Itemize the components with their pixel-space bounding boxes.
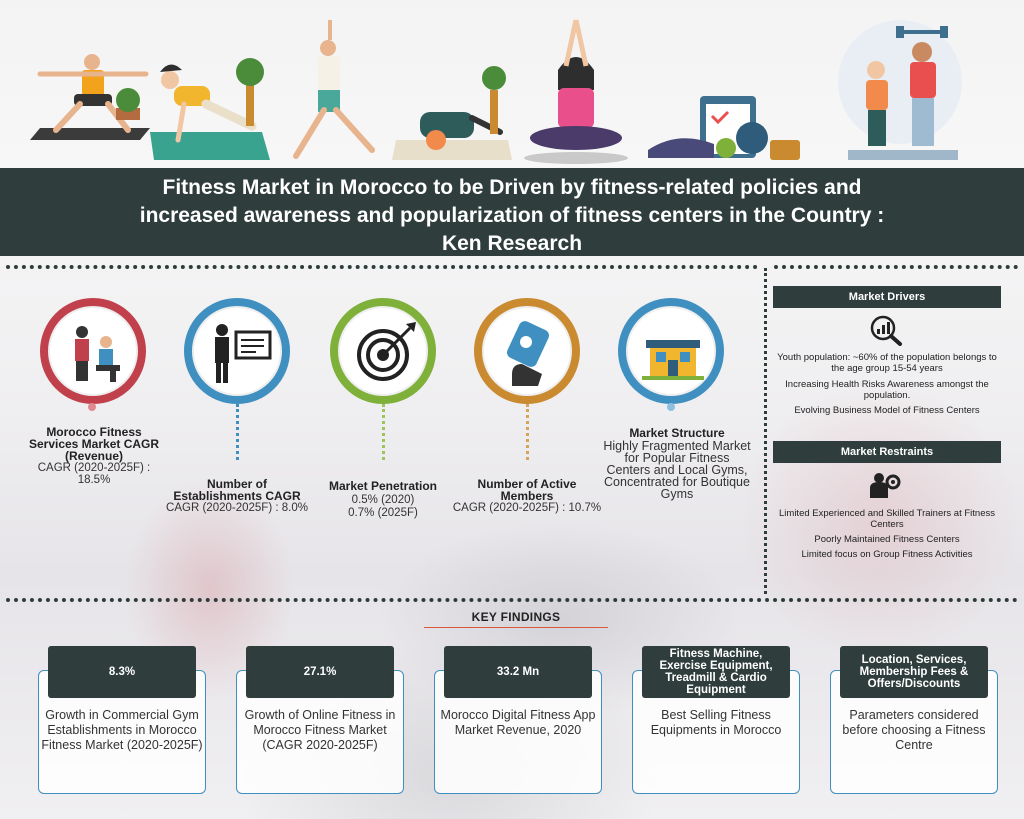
divider-top [6,265,758,269]
divider-top-right [774,265,1018,269]
restraint-item-2: Poorly Maintained Fitness Centers [814,534,960,545]
stat-penetration-title: Market Penetration [328,479,438,493]
stat-members-value: CAGR (2020-2025F) : 10.7% [452,502,602,514]
driver-item-2: Increasing Health Risks Awareness amongs… [785,379,989,401]
finding-card-1-value: 8.3% [48,646,196,698]
building-icon [642,340,704,380]
stretching-woman-illustration [150,58,270,160]
stat-ring [330,298,436,404]
finding-card-5-value: Location, Services, Membership Fees & Of… [840,646,988,698]
finding-card-1-text: Growth in Commercial Gym Establishments … [41,708,203,752]
title-line-2: increased awareness and popularization o… [139,204,885,227]
driver-item-3: Evolving Business Model of Fitness Cente… [794,405,980,416]
stat-ring [184,298,290,404]
warrior-pose-illustration [30,54,150,140]
fitness-equipment-illustration [648,96,800,160]
stat-ring [618,298,724,404]
stat-ring [474,298,580,404]
target-icon [357,322,416,381]
meditation-woman-illustration [524,19,628,164]
person-gear-icon [870,473,901,498]
market-restraints-heading: Market Restraints [773,441,1001,463]
fitness-illustrations [0,0,1024,168]
plow-pose-illustration [392,66,512,160]
restraint-item-3: Limited focus on Group Fitness Activitie… [801,549,973,560]
stat-structure-value: Highly Fragmented Market for Popular Fit… [603,439,751,501]
page-title: Fitness Market in Morocco to be Driven b… [0,168,1024,258]
stat-revenue-title: Morocco Fitness Services Market CAGR (Re… [28,425,160,463]
divider-bottom [6,598,1018,602]
title-banner: Fitness Market in Morocco to be Driven b… [0,168,1024,256]
finding-card-4-value: Fitness Machine, Exercise Equipment, Tre… [642,646,790,698]
couple-exercising-illustration [838,20,962,160]
key-findings-underline [424,627,608,628]
stat-establishments-value: CAGR (2020-2025F) : 8.0% [166,502,308,514]
finding-card-3-value: 33.2 Mn [444,646,592,698]
finding-card-5-text: Parameters considered before choosing a … [842,708,986,752]
stat-members-title: Number of Active Members [477,477,577,503]
stat-ring [40,298,146,404]
stat-penetration-value-2020: 0.5% (2020) [351,494,415,506]
key-findings-heading: KEY FINDINGS [471,610,561,624]
restraint-item-1: Limited Experienced and Skilled Trainers… [779,508,995,530]
divider-vertical [764,268,767,594]
magnifier-chart-icon [870,315,902,346]
stat-revenue-value: CAGR (2020-2025F) : 18.5% [37,462,151,486]
finding-card-4-text: Best Selling Fitness Equipments in Moroc… [650,708,782,737]
finding-card-2-text: Growth of Online Fitness in Morocco Fitn… [244,708,396,752]
member-card-icon [507,321,549,386]
title-line-1: Fitness Market in Morocco to be Driven b… [162,176,862,199]
stat-penetration-value-2025: 0.7% (2025F) [348,507,418,519]
finding-card-3-text: Morocco Digital Fitness App Market Reven… [440,708,596,737]
trainer-icon [75,326,120,382]
driver-item-1: Youth population: ~60% of the population… [777,352,997,374]
stat-structure-title: Market Structure [629,426,725,440]
market-drivers-heading: Market Drivers [773,286,1001,308]
yoga-standing-illustration [293,20,375,159]
finding-card-2-value: 27.1% [246,646,394,698]
stat-establishments-title: Number of Establishments CAGR [173,477,301,503]
title-line-3: Ken Research [441,232,583,255]
presentation-icon [215,324,272,383]
